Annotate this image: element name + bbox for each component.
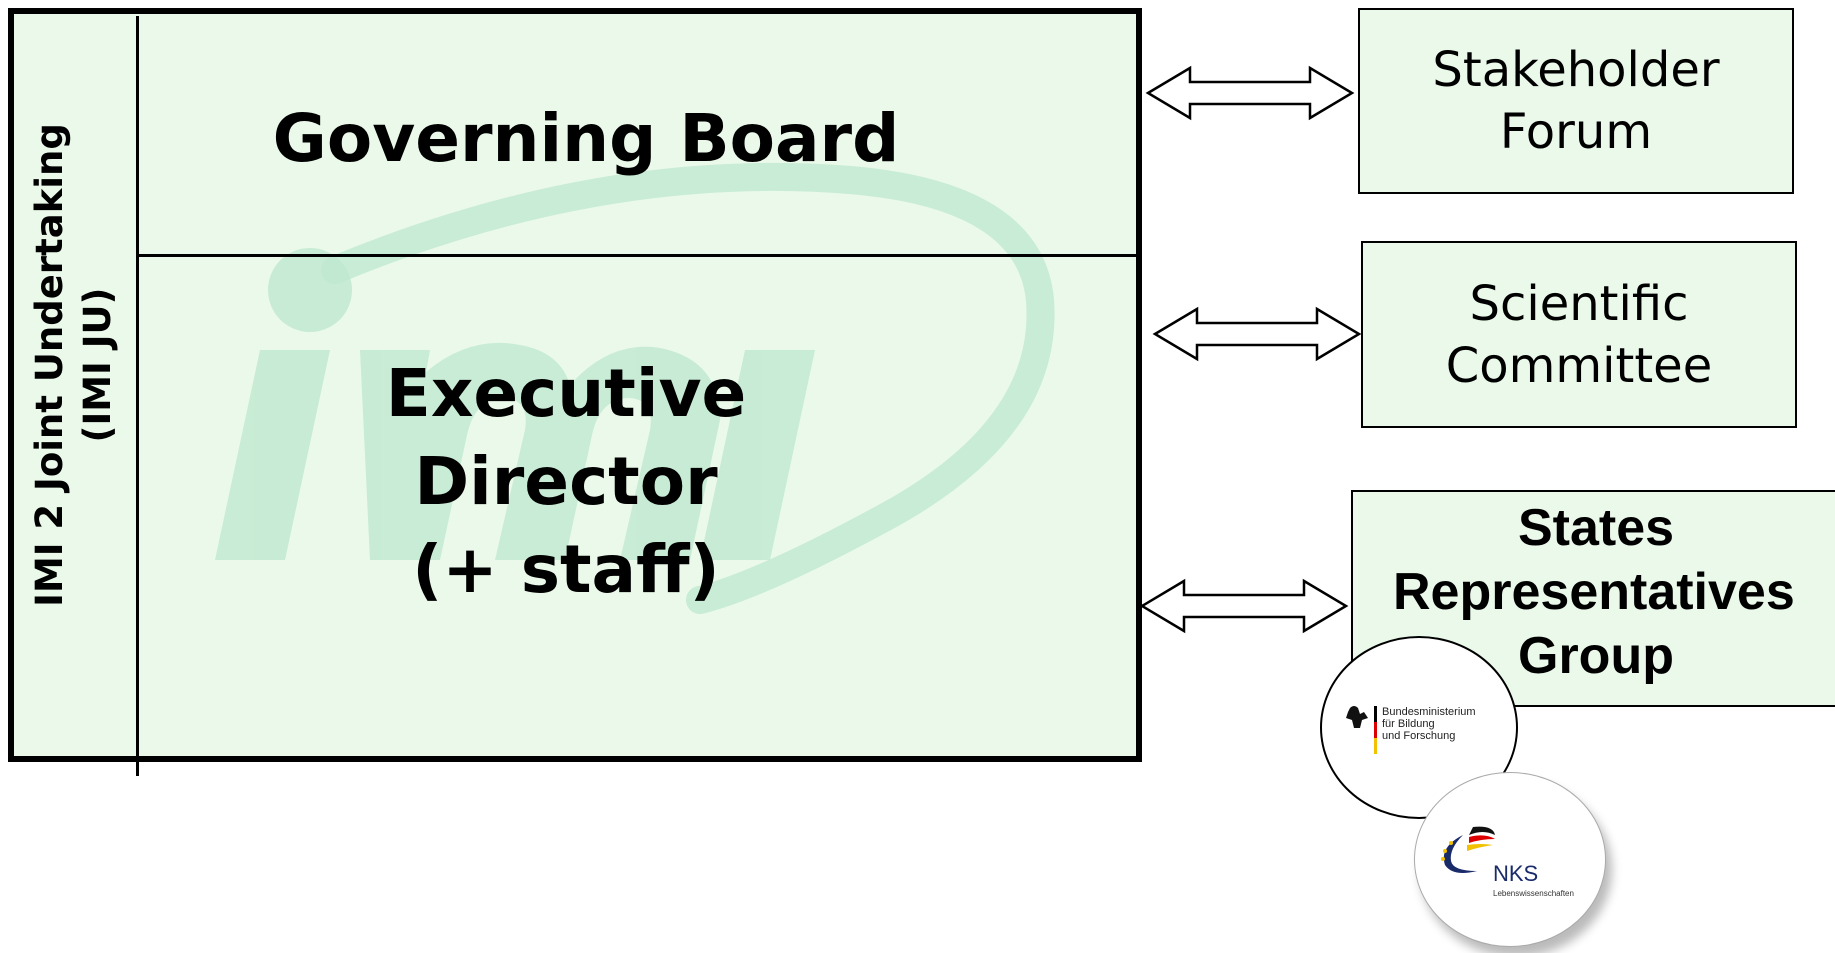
bmbf-text: Bundesministerium für Bildung und Forsch… [1382,706,1476,742]
states-line1: States [1518,499,1675,557]
scientific-line1: Scientific [1469,275,1689,332]
double-arrow-scientific [1152,306,1362,362]
scientific-line2: Committee [1445,337,1713,394]
nks-subtitle: Lebenswissenschaften [1493,889,1574,898]
executive-line2: Director [414,443,718,520]
bmbf-line3: und Forschung [1382,730,1456,742]
nks-swoosh-icon [1441,826,1495,873]
side-label-line2: (IMI JU) [76,287,119,443]
states-line3: Group [1518,627,1674,685]
double-arrow-states [1139,578,1349,634]
executive-line3: (+ staff) [412,531,720,608]
states-representatives-box: States Representatives Group [1351,490,1835,707]
vertical-divider [136,16,139,776]
side-label: IMI 2 Joint Undertaking (IMI JU) [26,100,122,630]
executive-line1: Executive [385,355,747,432]
scientific-committee-box: Scientific Committee [1361,241,1797,428]
governing-board-title: Governing Board [272,100,900,177]
bmbf-line2: für Bildung [1382,718,1435,730]
stakeholder-line2: Forum [1499,104,1653,160]
nks-logo: NKS Lebenswissenschaften [1414,772,1606,947]
eagle-icon [1346,706,1377,754]
horizontal-divider [136,254,1142,257]
executive-director-title: Executive Director (+ staff) [136,350,996,614]
bmbf-line1: Bundesministerium [1382,706,1476,718]
stakeholder-forum-box: Stakeholder Forum [1358,8,1794,194]
stakeholder-line1: Stakeholder [1432,42,1720,98]
double-arrow-stakeholder [1145,65,1355,121]
nks-name: NKS [1493,861,1539,886]
states-line2: Representatives [1393,563,1795,621]
side-label-line1: IMI 2 Joint Undertaking [28,123,71,607]
